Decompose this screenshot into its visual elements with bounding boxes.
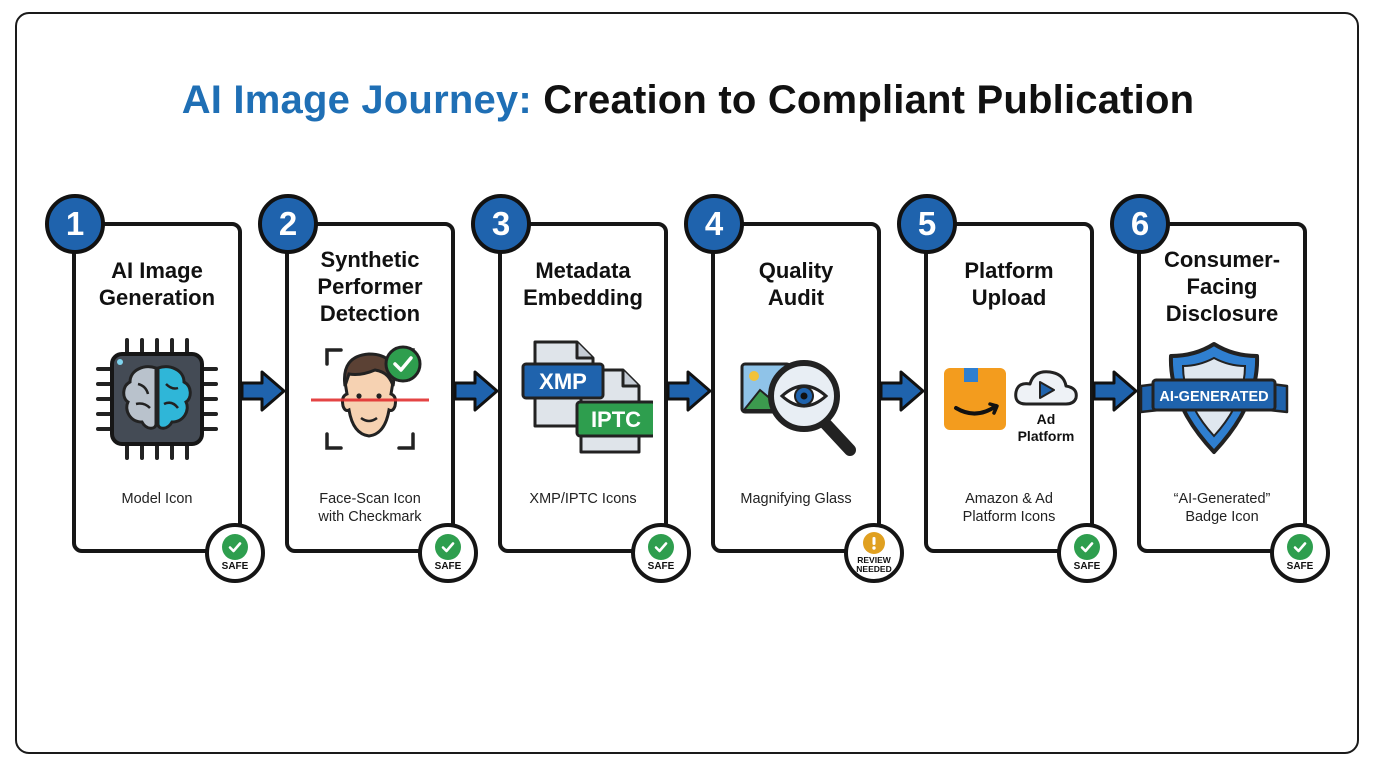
- check-icon: [1074, 534, 1100, 560]
- status-label: SAFE: [1286, 561, 1314, 572]
- arrow-right-icon: [1092, 370, 1138, 412]
- xmp-label: XMP: [539, 369, 587, 394]
- check-icon: [435, 534, 461, 560]
- arrow-right-icon: [879, 370, 925, 412]
- status-badge-4: REVIEW NEEDED: [844, 523, 904, 583]
- warning-icon: [863, 532, 885, 554]
- status-badge-1: SAFE: [205, 523, 265, 583]
- status-label: SAFE: [647, 561, 675, 572]
- status-label: SAFE: [221, 561, 249, 572]
- magnifying-glass-icon: [715, 334, 877, 474]
- title-rest: Creation to Compliant Publication: [531, 78, 1195, 122]
- step-title: Synthetic Performer Detection: [317, 247, 423, 326]
- check-icon: [648, 534, 674, 560]
- check-icon: [222, 534, 248, 560]
- step-title: Platform Upload: [964, 258, 1054, 310]
- step-card-1: AI Image Generation Model Icon: [72, 222, 242, 553]
- step-caption: Model Icon: [121, 491, 193, 507]
- arrow-right-icon: [666, 370, 712, 412]
- amazon-box-icon: [944, 368, 1006, 430]
- ai-generated-badge-icon: AI-GENERATED: [1139, 334, 1303, 474]
- arrow-right-icon: [240, 370, 286, 412]
- step-title: Metadata Embedding: [523, 258, 643, 310]
- step-number-4: 4: [684, 194, 744, 254]
- ai-generated-label: AI-GENERATED: [1159, 389, 1268, 405]
- arrow-right-icon: [453, 370, 499, 412]
- status-badge-5: SAFE: [1057, 523, 1117, 583]
- step-number-6: 6: [1110, 194, 1170, 254]
- step-title: AI Image Generation: [98, 258, 216, 310]
- step-card-2: Synthetic Performer Detection Face-Scan …: [285, 222, 455, 553]
- status-label: SAFE: [1073, 561, 1101, 572]
- step-title: Consumer- Facing Disclosure: [1163, 247, 1281, 326]
- step-number-3: 3: [471, 194, 531, 254]
- cloud-play-icon: [1014, 370, 1078, 406]
- status-badge-3: SAFE: [631, 523, 691, 583]
- step-caption: “AI-Generated” Badge Icon: [1173, 491, 1271, 525]
- ai-chip-brain-icon: [76, 334, 238, 474]
- check-icon: [1287, 534, 1313, 560]
- status-badge-6: SAFE: [1270, 523, 1330, 583]
- xmp-iptc-icon: XMP IPTC: [502, 334, 664, 474]
- step-card-4: Quality Audit Magnifying Glass: [711, 222, 881, 553]
- step-caption: Magnifying Glass: [740, 491, 852, 507]
- title-accent: AI Image Journey:: [181, 78, 532, 122]
- step-title: Quality Audit: [758, 258, 834, 310]
- iptc-label: IPTC: [591, 407, 641, 432]
- status-label: SAFE: [434, 561, 462, 572]
- status-label: REVIEW NEEDED: [856, 555, 892, 574]
- step-caption: XMP/IPTC Icons: [529, 491, 637, 507]
- face-scan-icon: [289, 334, 451, 474]
- step-number-2: 2: [258, 194, 318, 254]
- step-caption: Amazon & Ad Platform Icons: [962, 491, 1056, 525]
- step-card-3: Metadata Embedding XMP IPTC XMP/IPTC Ico…: [498, 222, 668, 553]
- status-badge-2: SAFE: [418, 523, 478, 583]
- step-caption: Face-Scan Icon with Checkmark: [318, 491, 422, 525]
- step-card-6: Consumer- Facing Disclosure AI-GENERATED…: [1137, 222, 1307, 553]
- page-title: AI Image Journey: Creation to Compliant …: [0, 78, 1376, 123]
- step-number-1: 1: [45, 194, 105, 254]
- step-number-5: 5: [897, 194, 957, 254]
